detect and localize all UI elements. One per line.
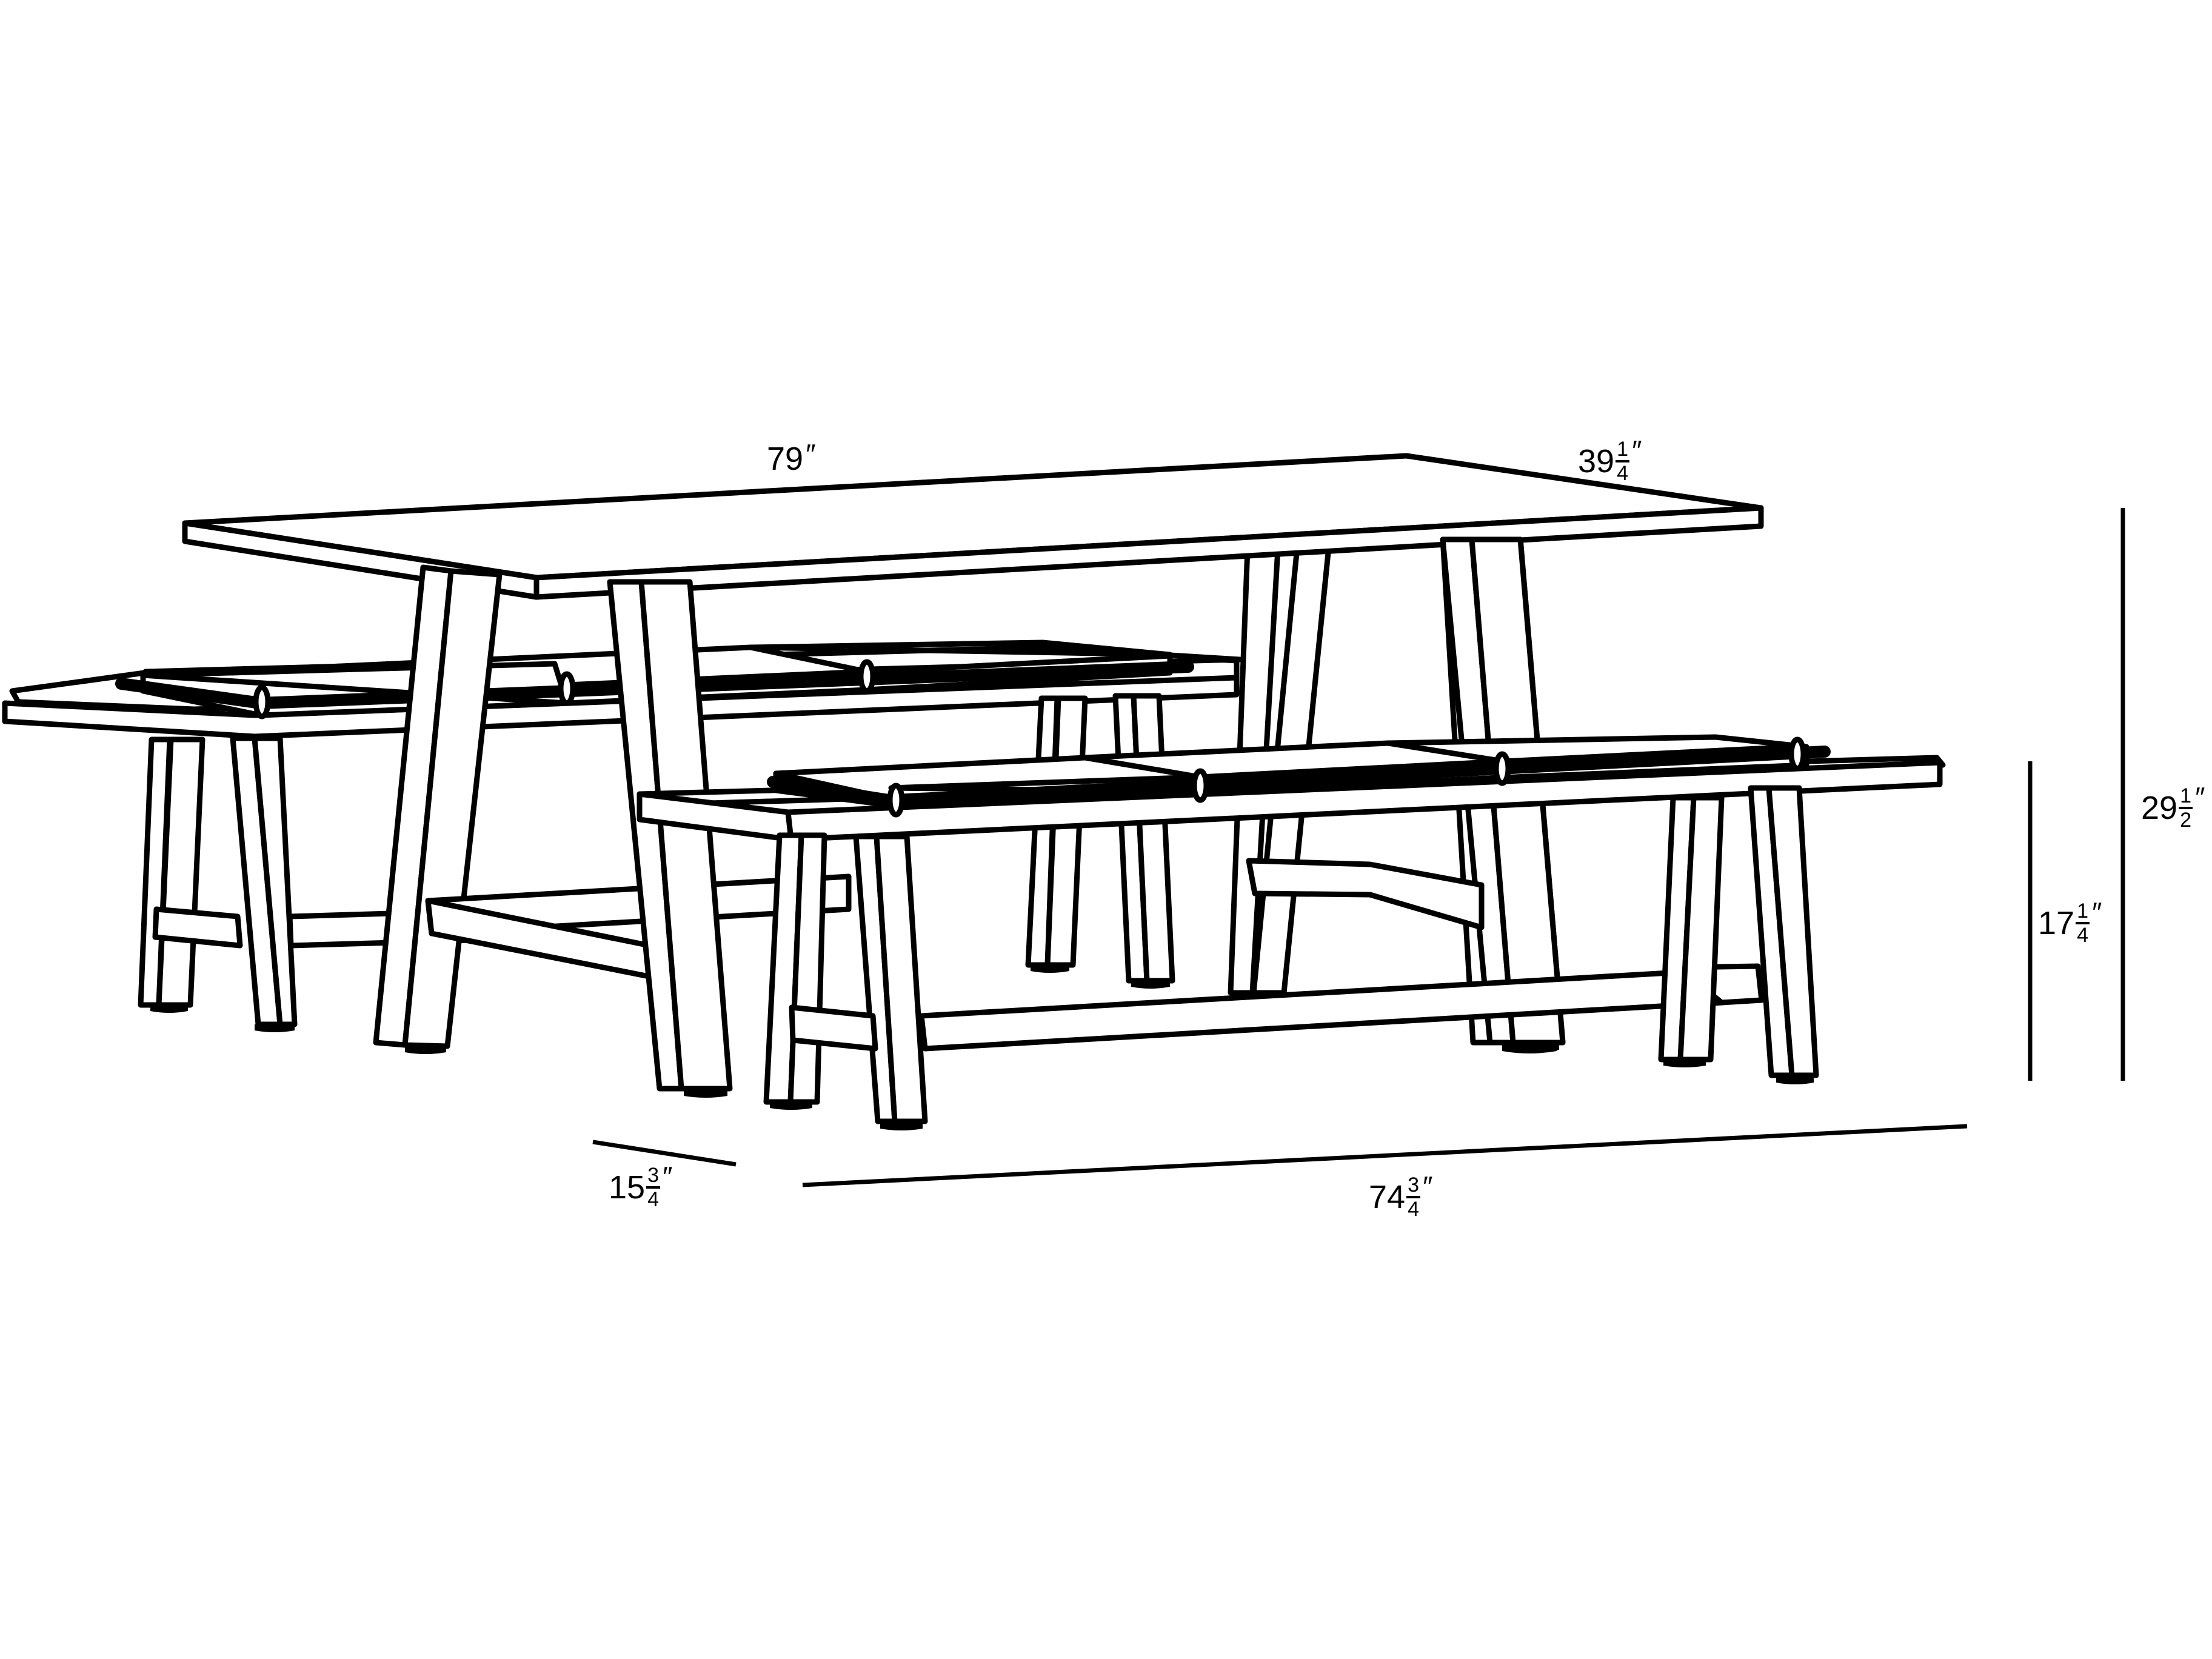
inch-mark: ″ [1631,435,1641,466]
bench-length-value: 74 [1369,1179,1406,1215]
bench-length-label: 74 3 4 ″ [1369,1170,1432,1221]
table-top [182,453,1764,600]
bench-depth-fraction: 3 4 [646,1164,660,1211]
inch-mark: ″ [661,1161,672,1192]
table-depth-value: 39 [1578,443,1615,479]
inch-mark: ″ [2194,781,2204,813]
dimension-lines [592,508,2125,1187]
front-bench [637,755,1946,1130]
bench-height-label: 17 1 4 ″ [2038,896,2101,947]
table-leg-front-center [607,579,733,1098]
inch-mark: ″ [1422,1170,1432,1202]
table-length-label: 79 ″ [767,438,815,477]
front-bench-cushion [767,734,1831,818]
inch-mark: ″ [804,438,815,470]
bench-height-fraction: 1 4 [2076,900,2090,947]
bench-depth-label: 15 3 4 ″ [609,1161,672,1211]
table-depth-fraction: 1 4 [1616,438,1629,485]
table-height-value: 29 [2141,790,2178,826]
bench-depth-dim-line [592,1140,737,1167]
bench-length-fraction: 3 4 [1406,1173,1420,1221]
table-height-fraction: 1 2 [2179,784,2193,832]
bench-depth-value: 15 [609,1169,646,1206]
table-length-value: 79 [767,441,804,477]
table-depth-label: 39 1 4 ″ [1578,435,1641,485]
table-height-label: 29 1 2 ″ [2141,781,2204,832]
bench-height-value: 17 [2038,905,2075,941]
inch-mark: ″ [2091,896,2101,928]
bench-length-dim-line [802,1124,1968,1187]
